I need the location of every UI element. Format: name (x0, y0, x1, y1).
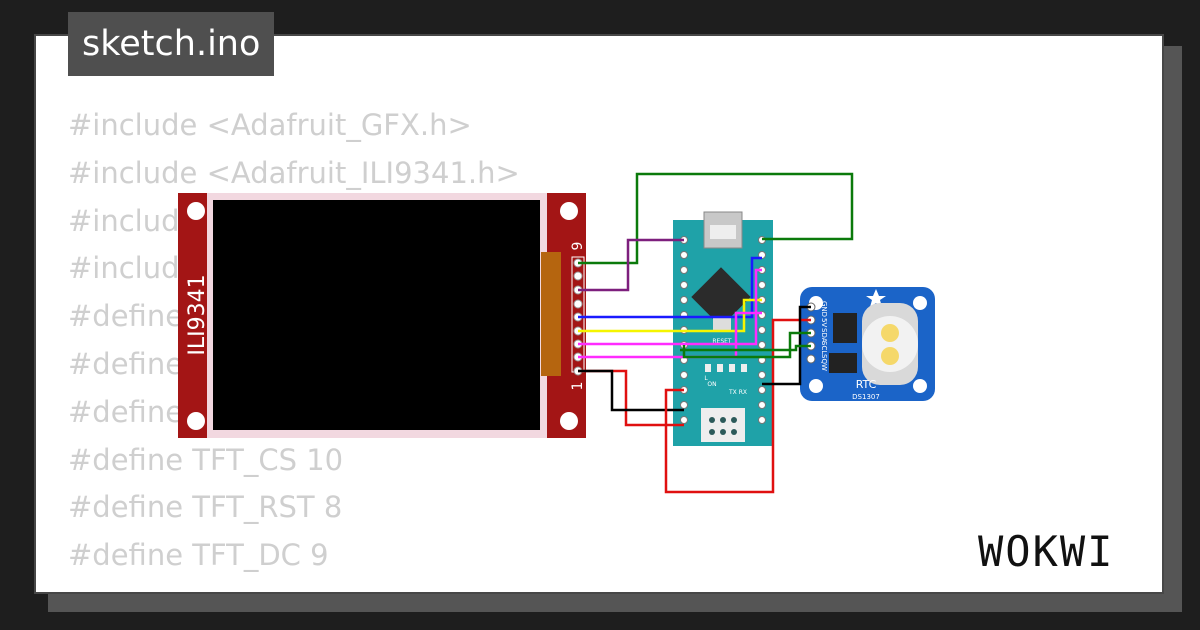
display-pin-last: 9 (570, 242, 586, 251)
file-tab[interactable]: sketch.ino (68, 12, 275, 76)
wire-magenta-d8 (578, 311, 762, 359)
wires (578, 172, 854, 494)
display-label: ILI9341 (185, 274, 210, 355)
rtc-pin-sqw: SQW (820, 354, 828, 371)
rtc-pin-sda: SDA (820, 328, 828, 343)
display-pin-first: 1 (570, 382, 586, 391)
wire-red-5v (664, 318, 811, 494)
rtc-pin-gnd: GND (820, 301, 828, 317)
rtc-ds1307-module[interactable]: GND 5V SDA SCL SQW RTC DS1307 (800, 287, 935, 401)
code-line: #define (68, 299, 184, 334)
arduino-l-label: L (704, 375, 708, 382)
code-line: #define TFT_CS 10 (68, 442, 344, 477)
arduino-on-label: ON (707, 381, 716, 388)
arduino-txrx-label: TX RX (728, 389, 747, 396)
code-line: #include (68, 251, 198, 286)
code-line: #define (68, 394, 184, 429)
code-line: #define TFT_DC 9 (68, 538, 329, 573)
arduino-reset-label: RESET (712, 338, 732, 345)
code-line: #include <Adafruit_ILI9341.h> (68, 155, 520, 190)
code-line: #include (68, 203, 198, 238)
rtc-title: RTC (856, 378, 877, 391)
arduino-nano[interactable]: RESET ON L TX RX (673, 211, 773, 446)
code-line: #define TFT_RST 8 (68, 490, 343, 525)
code-background: #include <Adafruit_GFX.h> #include <Adaf… (68, 102, 520, 580)
wire-blue-d11 (578, 256, 762, 319)
rtc-model: DS1307 (852, 393, 880, 401)
wokwi-logo[interactable]: WOKWI (978, 527, 1115, 576)
code-line: #include <Adafruit_GFX.h> (68, 108, 472, 142)
rtc-pin-scl: SCL (820, 341, 828, 354)
wire-black-gnd (578, 369, 684, 412)
wire-yellow-d9 (578, 298, 762, 333)
wire-red-vcc (578, 369, 684, 427)
wire-magenta-d10 (578, 268, 762, 346)
wire-purple-d13 (578, 238, 684, 292)
wire-green-scl (680, 344, 811, 352)
code-line: #define (68, 346, 184, 381)
wire-green-sda (682, 331, 811, 359)
ili9341-display[interactable]: ILI9341 9 1 (178, 193, 586, 438)
rtc-pin-5v: 5V (820, 318, 828, 327)
